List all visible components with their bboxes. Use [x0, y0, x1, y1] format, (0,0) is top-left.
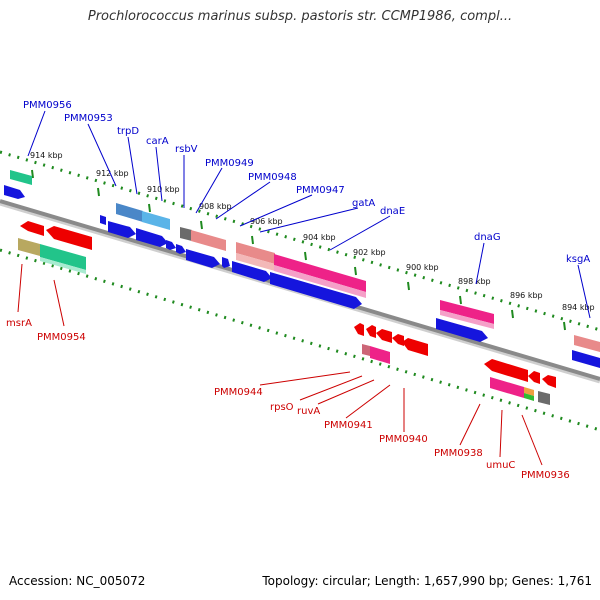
- forward-leader-lines: [27, 110, 591, 319]
- major-ticks: [31, 169, 566, 331]
- forward-gene-label: rsbV: [175, 144, 198, 155]
- gene-pmm0956[interactable]: [10, 170, 32, 185]
- kbp-tick-label: 898 kbp: [458, 277, 491, 286]
- forward-gene-label: PMM0948: [248, 172, 297, 183]
- gene-pmm0936[interactable]: [538, 391, 550, 405]
- inner-dotted-track: [0, 248, 600, 432]
- gene-pmm0944[interactable]: [362, 344, 370, 356]
- kbp-tick-label: 902 kbp: [353, 248, 386, 257]
- forward-gene-label: PMM0956: [23, 100, 72, 111]
- gene-pmm0954-lite[interactable]: [40, 257, 86, 274]
- gene-pmm0938[interactable]: [484, 359, 528, 382]
- reverse-gene-label: msrA: [6, 318, 32, 329]
- kbp-tick-label: 912 kbp: [96, 169, 129, 178]
- gene-carA[interactable]: [142, 211, 170, 230]
- gene-fwd-9[interactable]: [436, 318, 488, 342]
- gene-pmm0940[interactable]: [402, 338, 428, 356]
- gene-trpD[interactable]: [116, 203, 143, 222]
- kbp-major-tick: [563, 321, 566, 331]
- kbp-tick-label: 906 kbp: [250, 217, 283, 226]
- forward-genes: [4, 170, 600, 368]
- gene-pmm0947[interactable]: [236, 242, 275, 264]
- gene-rpsO[interactable]: [370, 346, 390, 364]
- gene-pmm0954-red[interactable]: [46, 226, 92, 250]
- gene-fwd-4[interactable]: [176, 244, 186, 254]
- kbp-major-tick: [148, 203, 151, 213]
- reverse-gene-label: PMM0954: [37, 332, 86, 343]
- kbp-tick-label: 914 kbp: [30, 151, 63, 160]
- forward-gene-label: PMM0947: [296, 185, 345, 196]
- kbp-major-tick: [31, 169, 34, 179]
- gene-rev-2[interactable]: [366, 325, 376, 338]
- kbp-tick-label: 908 kbp: [199, 202, 232, 211]
- gene-pmm0941[interactable]: [392, 334, 404, 346]
- kbp-major-tick: [354, 266, 357, 276]
- reverse-gene-label: ruvA: [297, 406, 320, 417]
- kbp-tick-label: 896 kbp: [510, 291, 543, 300]
- kbp-major-tick: [200, 220, 203, 230]
- gene-rev-3[interactable]: [376, 329, 392, 343]
- forward-gene-label: gatA: [352, 198, 375, 209]
- kbp-tick-label: 904 kbp: [303, 233, 336, 242]
- gene-fwd-3[interactable]: [136, 228, 168, 247]
- gene-dnaE[interactable]: [274, 254, 366, 292]
- gene-pmm0954[interactable]: [40, 244, 86, 270]
- kbp-tick-label: 894 kbp: [562, 303, 595, 312]
- kbp-major-tick: [511, 309, 514, 319]
- forward-gene-label: ksgA: [566, 254, 590, 265]
- kbp-major-tick: [459, 295, 462, 305]
- gene-ksgA[interactable]: [574, 335, 600, 352]
- gene-fwd-10[interactable]: [572, 350, 600, 368]
- page-title: Prochlorococcus marinus subsp. pastoris …: [87, 9, 513, 24]
- forward-gene-label: PMM0953: [64, 113, 113, 124]
- forward-gene-label: dnaE: [380, 206, 405, 217]
- gene-umuC[interactable]: [490, 377, 524, 398]
- gene-pmm0948[interactable]: [191, 230, 226, 251]
- reverse-gene-label: PMM0944: [214, 387, 263, 398]
- reverse-gene-label: PMM0940: [379, 434, 428, 445]
- gene-fwd-6[interactable]: [222, 257, 230, 268]
- gene-dnaG-lite[interactable]: [440, 310, 494, 329]
- gene-rev-1[interactable]: [354, 323, 364, 336]
- kbp-major-tick: [304, 251, 307, 261]
- accession-text: Accession: NC_005072: [9, 574, 146, 588]
- kbp-tick-labels: 914 kbp 912 kbp 910 kbp 908 kbp 906 kbp 904 k…: [30, 151, 595, 312]
- topology-text: Topology: circular; Length: 1,657,990 bp…: [262, 574, 592, 588]
- gene-fwd-2[interactable]: [108, 221, 136, 238]
- reverse-gene-label: PMM0936: [521, 470, 570, 481]
- kbp-tick-label: 910 kbp: [147, 185, 180, 194]
- gene-fwd-8[interactable]: [270, 272, 362, 309]
- gene-msrA[interactable]: [18, 238, 40, 256]
- gene-fwd-1[interactable]: [100, 215, 106, 225]
- gene-fwd-5[interactable]: [186, 249, 220, 268]
- forward-gene-label: dnaG: [474, 232, 501, 243]
- kbp-tick-label: 900 kbp: [406, 263, 439, 272]
- forward-gene-label: PMM0949: [205, 158, 254, 169]
- reverse-gene-label: PMM0938: [434, 448, 483, 459]
- reverse-gene-label: PMM0941: [324, 420, 373, 431]
- kbp-major-tick: [407, 281, 410, 291]
- forward-gene-label: carA: [146, 136, 169, 147]
- gene-rev-5[interactable]: [542, 375, 556, 388]
- kbp-major-tick: [251, 235, 254, 245]
- gene-pmm0955[interactable]: [4, 185, 25, 199]
- gene-dnaE-lite[interactable]: [274, 265, 366, 298]
- gene-pmm0949[interactable]: [180, 227, 192, 241]
- gene-dnaG[interactable]: [440, 300, 494, 324]
- gene-msrA-arrow[interactable]: [20, 221, 44, 236]
- reverse-gene-label: umuC: [486, 460, 515, 471]
- kbp-major-tick: [97, 187, 100, 197]
- forward-gene-label: trpD: [117, 126, 139, 137]
- gene-rsbV[interactable]: [166, 240, 176, 250]
- reverse-leader-lines: [17, 263, 543, 466]
- gene-umuC-green[interactable]: [524, 393, 534, 401]
- gene-fwd-7[interactable]: [232, 261, 272, 282]
- gene-rev-4[interactable]: [528, 371, 540, 384]
- reverse-gene-label: rpsO: [270, 402, 294, 413]
- gene-gatA[interactable]: [236, 253, 275, 271]
- reverse-genes: [18, 221, 556, 405]
